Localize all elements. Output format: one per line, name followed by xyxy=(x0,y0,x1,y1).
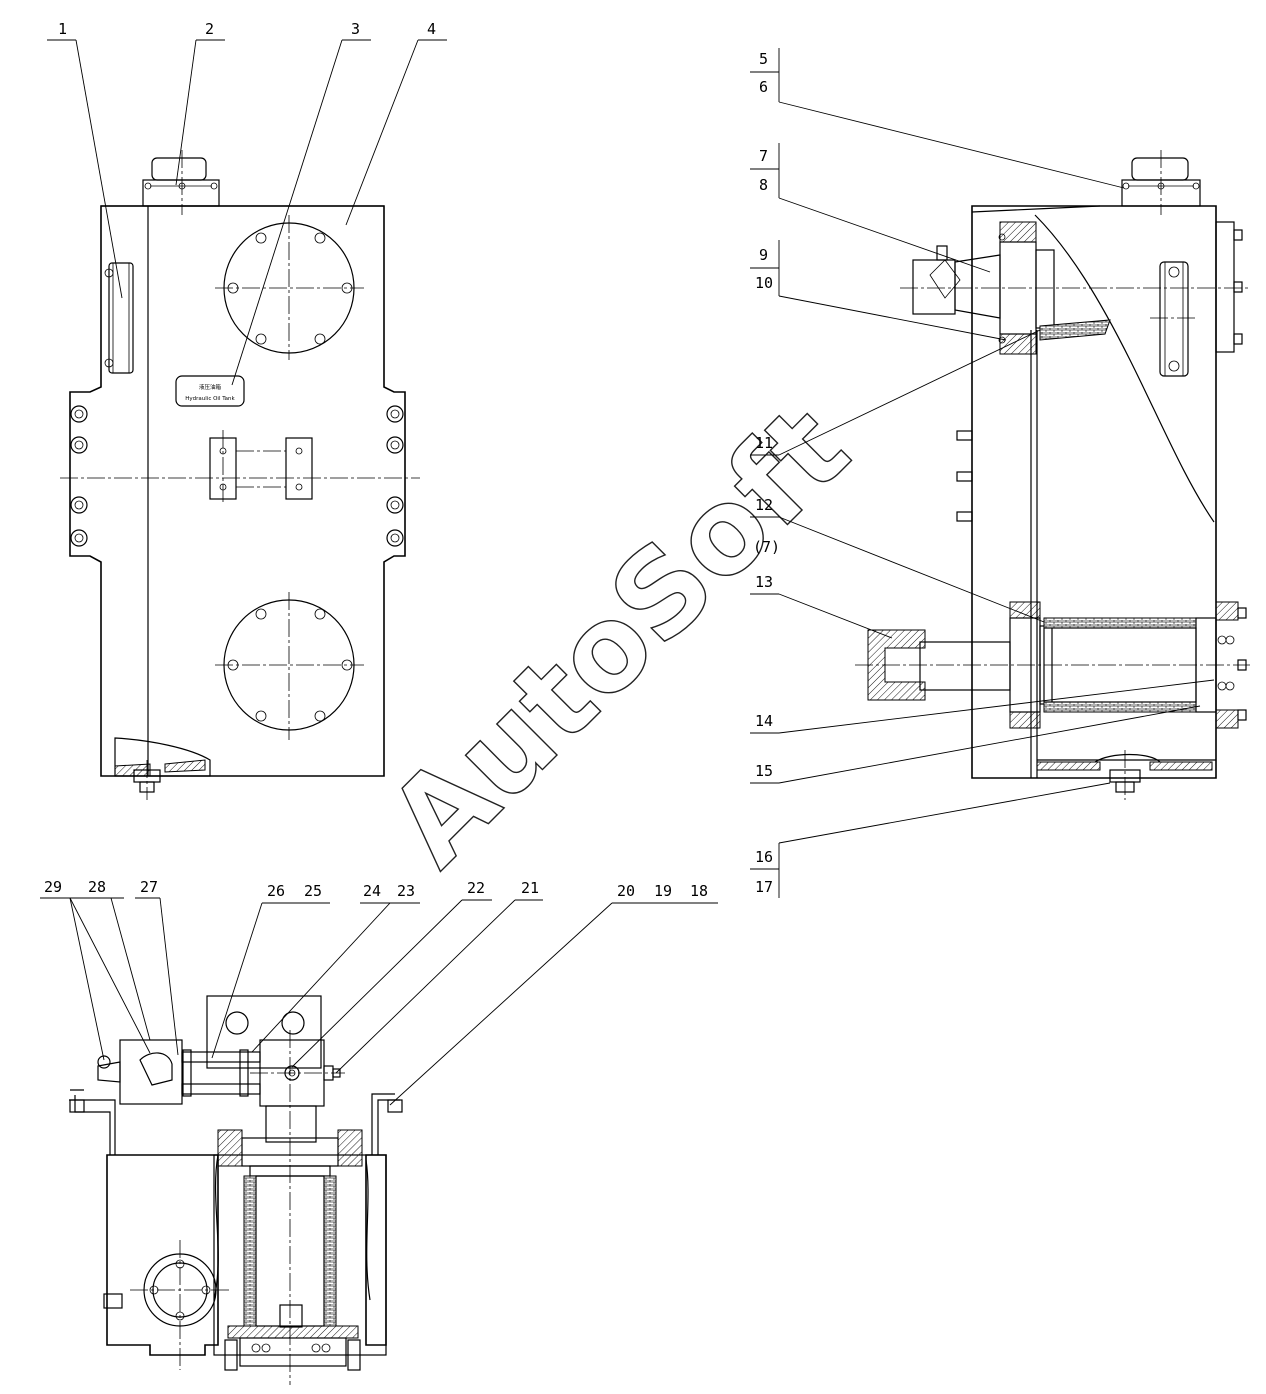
callout-14: 14 xyxy=(755,712,773,730)
callout-1: 1 xyxy=(58,20,67,38)
callout-16: 16 xyxy=(755,848,773,866)
callout-17: 17 xyxy=(755,878,773,896)
callout-10: 10 xyxy=(755,274,773,292)
callout-2: 2 xyxy=(205,20,214,38)
callout-4: 4 xyxy=(427,20,436,38)
callout-20: 20 xyxy=(617,882,635,900)
side-filler-cap xyxy=(1121,150,1201,215)
drain-cutaway xyxy=(114,737,211,800)
callout-23: 23 xyxy=(397,882,415,900)
callout-18: 18 xyxy=(690,882,708,900)
nameplate: 液压油箱 Hydraulic Oil Tank xyxy=(175,375,245,407)
nameplate-chinese: 液压油箱 xyxy=(199,383,222,391)
bottom-plan-view xyxy=(69,995,403,1385)
side-right-flange xyxy=(1215,221,1243,353)
side-drain xyxy=(1036,750,1216,800)
sight-gauge xyxy=(104,262,134,374)
callout-7-ref: (7) xyxy=(753,538,780,556)
callout-26: 26 xyxy=(267,882,285,900)
callout-28: 28 xyxy=(88,878,106,896)
callout-21: 21 xyxy=(521,879,539,897)
cover-plate-lower xyxy=(215,592,364,740)
callout-25: 25 xyxy=(304,882,322,900)
callout-6: 6 xyxy=(759,78,768,96)
watermark: AutoSoft xyxy=(362,379,874,891)
callout-13: 13 xyxy=(755,573,773,591)
callout-22: 22 xyxy=(467,879,485,897)
callout-numbers: 1 2 3 4 5 6 7 8 9 10 11 12 (7) 13 14 15 … xyxy=(44,20,780,900)
callout-leaders xyxy=(40,39,1215,1106)
callout-9: 9 xyxy=(759,246,768,264)
side-suction-elbow xyxy=(900,221,1250,355)
side-section-view xyxy=(855,150,1250,800)
callout-11: 11 xyxy=(755,434,773,452)
side-bolts-left xyxy=(70,405,88,547)
callout-8: 8 xyxy=(759,176,768,194)
callout-29: 29 xyxy=(44,878,62,896)
callout-27: 27 xyxy=(140,878,158,896)
side-bolts-right xyxy=(386,405,404,547)
callout-7: 7 xyxy=(759,147,768,165)
cover-plate-upper xyxy=(215,215,364,360)
side-sight-gauge xyxy=(1150,261,1198,377)
callout-5: 5 xyxy=(759,50,768,68)
callout-19: 19 xyxy=(654,882,672,900)
nameplate-english: Hydraulic Oil Tank xyxy=(185,396,235,402)
callout-3: 3 xyxy=(351,20,360,38)
callout-12: 12 xyxy=(755,496,773,514)
tank-body xyxy=(69,205,406,777)
side-return-filter xyxy=(855,601,1250,729)
center-brackets xyxy=(209,430,313,505)
callout-15: 15 xyxy=(755,762,773,780)
callout-24: 24 xyxy=(363,882,381,900)
front-view: 液压油箱 Hydraulic Oil Tank xyxy=(60,150,420,800)
